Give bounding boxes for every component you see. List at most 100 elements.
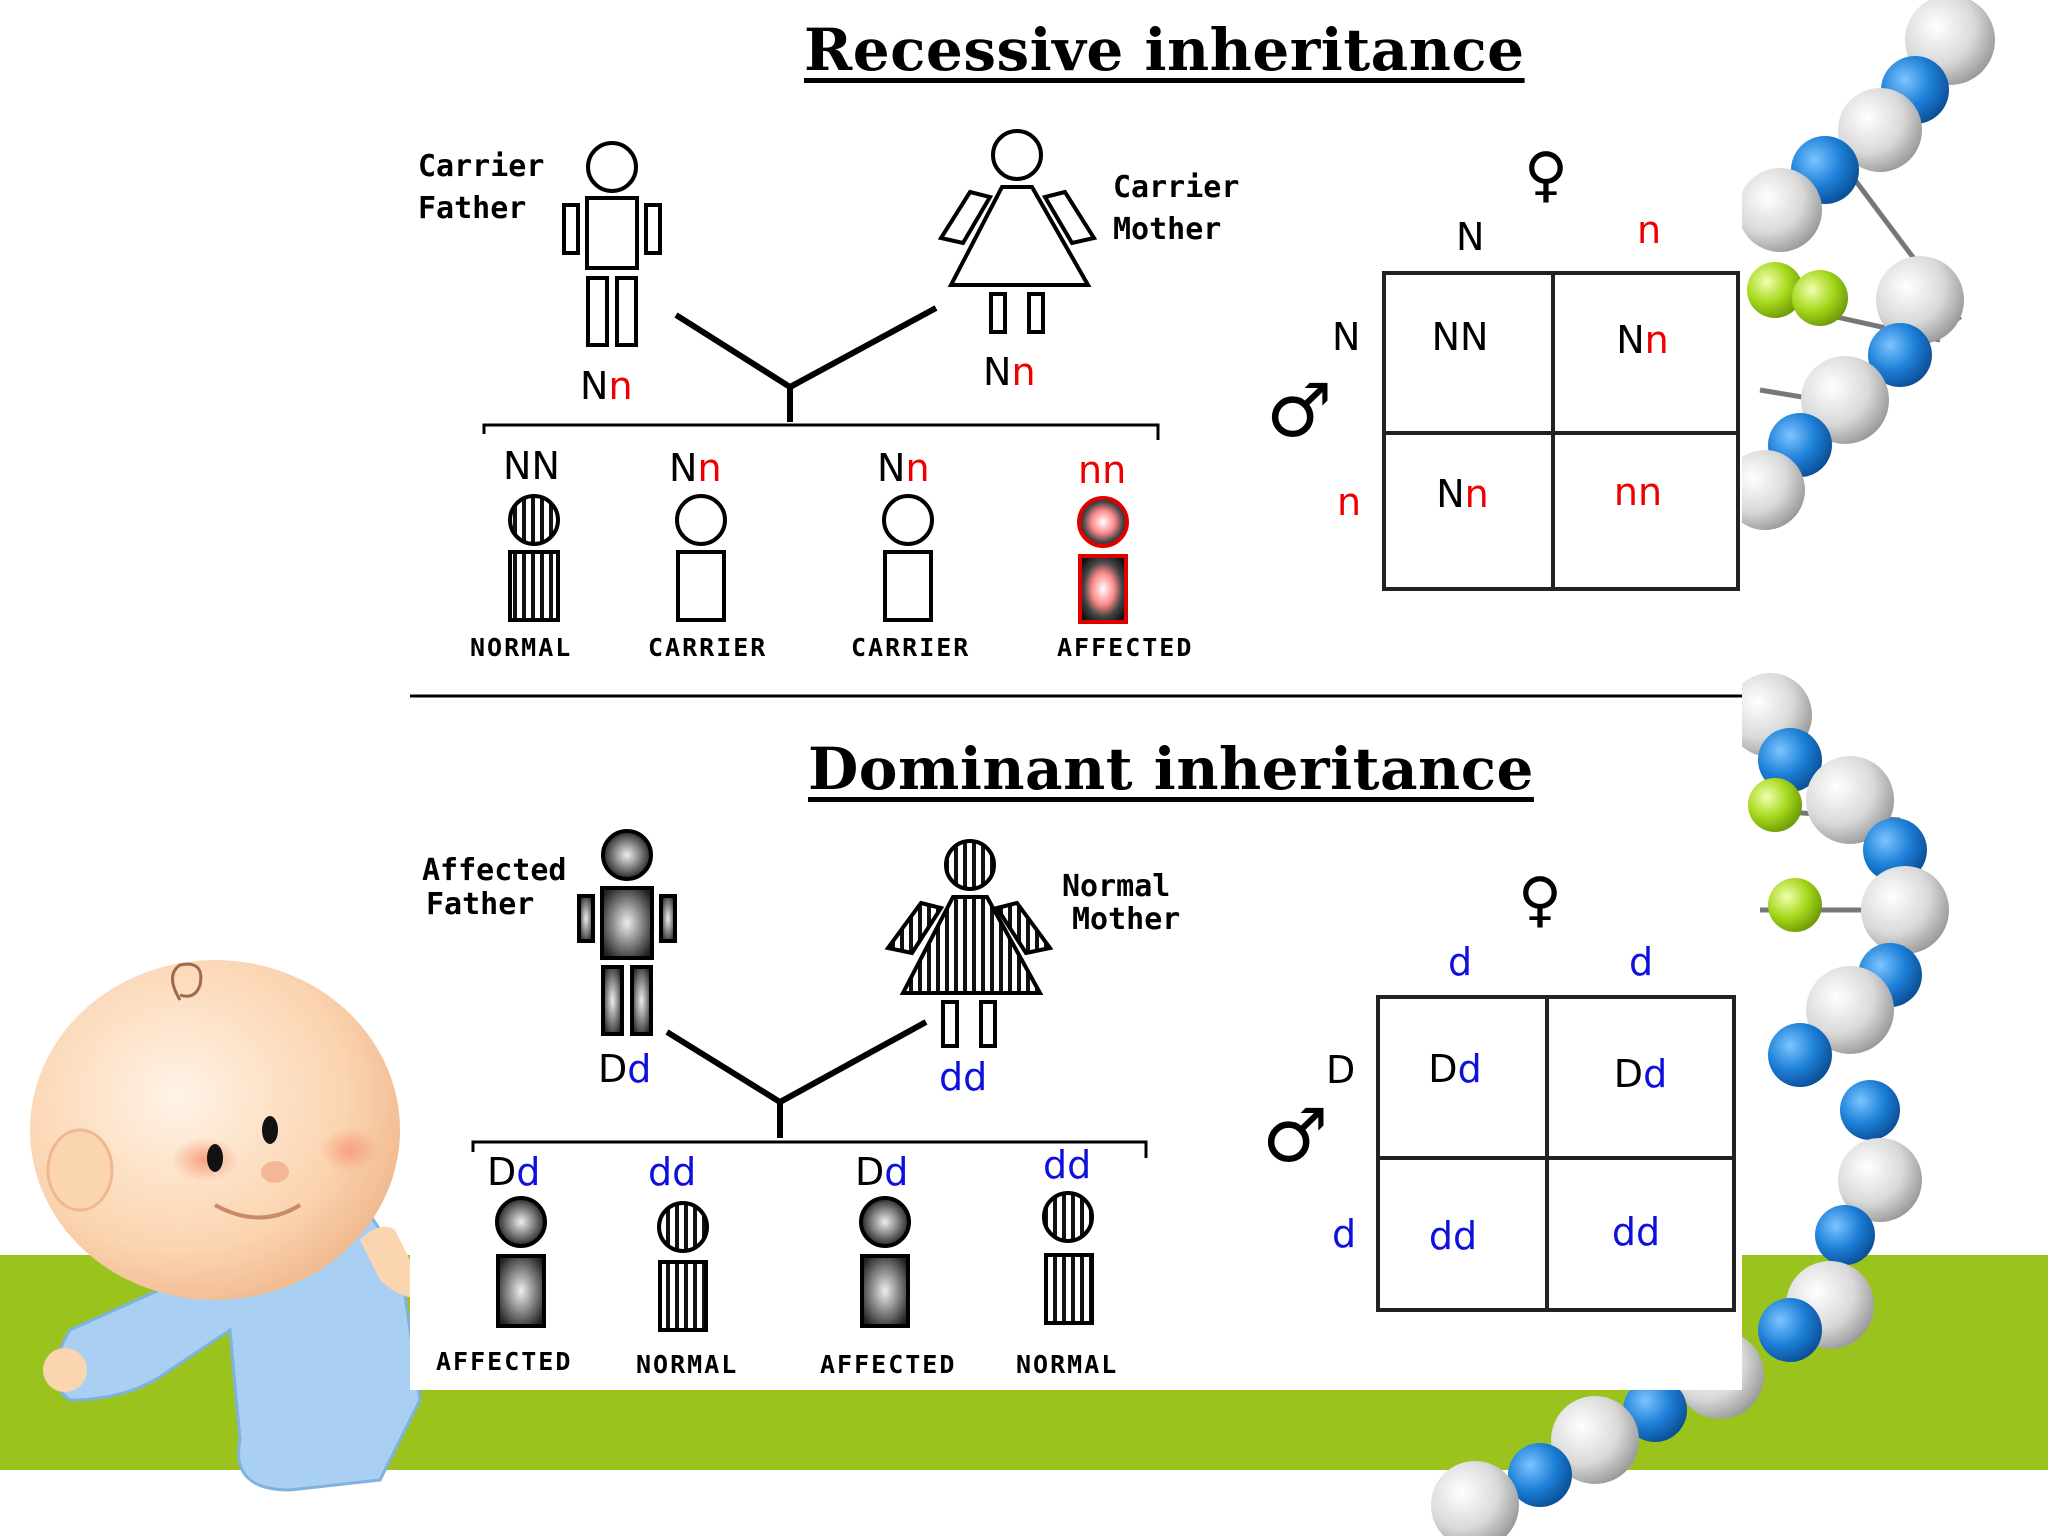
- affected-father-genotype: Dd: [598, 1047, 651, 1091]
- carrier-father-label-line-2: Father: [418, 191, 527, 226]
- recessive-column-header-2: n: [1637, 208, 1662, 252]
- recessive-child-3-genotype: Nn: [877, 446, 930, 490]
- recessive-child-normal-figure: [508, 494, 560, 622]
- carrier-father-label-line-1: Carrier: [418, 149, 545, 184]
- normal-mother-label-line-1: Normal: [1062, 869, 1171, 904]
- carrier-mother-label-line-1: Carrier: [1113, 170, 1240, 205]
- cell-allele-2: n: [1464, 472, 1489, 516]
- recessive-child-carrier-figure: [882, 494, 934, 622]
- recessive-child-2-status: CARRIER: [648, 633, 768, 662]
- cell-allele-1: D: [1428, 1047, 1458, 1091]
- normal-mother-genotype: dd: [939, 1055, 987, 1099]
- dominant-child-1-genotype: Dd: [487, 1150, 540, 1194]
- dominant-child-3-status: AFFECTED: [820, 1350, 957, 1379]
- dominant-column-header-1: d: [1448, 940, 1473, 984]
- allele: D: [598, 1047, 628, 1091]
- dna-helix: [1431, 0, 1995, 1536]
- male-symbol-icon: ♂: [1266, 368, 1333, 454]
- dominant-child-1-status: AFFECTED: [436, 1347, 573, 1376]
- dominant-child-2-genotype: dd: [648, 1150, 696, 1194]
- allele: d: [648, 1150, 673, 1194]
- cell-allele-1: N: [1436, 472, 1465, 516]
- recessive-punnett-grid: [1382, 271, 1740, 591]
- dominant-child-normal-figure: [1042, 1191, 1094, 1325]
- female-symbol-icon: ♀: [1524, 140, 1568, 210]
- carrier-father-figure: [562, 141, 662, 347]
- recessive-title: Recessive inheritance: [804, 16, 1525, 84]
- affected-father-label: Affected Father: [422, 854, 567, 922]
- allele: d: [672, 1150, 697, 1194]
- allele: N: [503, 444, 532, 488]
- allele: D: [855, 1150, 885, 1194]
- recessive-child-4-genotype: nn: [1078, 448, 1126, 492]
- carrier-mother-figure: [937, 129, 1098, 334]
- carrier-mother-genotype: Nn: [983, 350, 1036, 394]
- recessive-child-1-genotype: NN: [503, 444, 560, 488]
- baby-illustration: [30, 960, 430, 1492]
- allele: d: [884, 1150, 909, 1194]
- normal-mother-label-line-2: Mother: [1072, 902, 1181, 937]
- male-symbol-icon: ♂: [1262, 1093, 1329, 1179]
- allele: d: [963, 1055, 988, 1099]
- affected-father-label-line-1: Affected: [422, 853, 567, 888]
- allele: d: [1067, 1143, 1092, 1187]
- punnett-cell: Nn: [1390, 472, 1535, 516]
- dominant-connector-lines: [471, 1019, 1148, 1158]
- recessive-row-header-1: N: [1332, 315, 1361, 359]
- dominant-column-header-2: d: [1629, 940, 1654, 984]
- punnett-cell: Dd: [1385, 1047, 1525, 1091]
- punnett-cell: dd: [1611, 1210, 1661, 1254]
- allele: n: [697, 446, 722, 490]
- allele: N: [877, 446, 906, 490]
- carrier-mother-label-line-2: Mother: [1113, 212, 1222, 247]
- cell-allele-2: n: [1644, 318, 1669, 362]
- recessive-row-header-2: n: [1337, 480, 1362, 524]
- allele: d: [627, 1047, 652, 1091]
- cell-allele-2: d: [1457, 1047, 1482, 1091]
- dominant-punnett-grid: [1376, 995, 1736, 1312]
- affected-father-figure: [577, 829, 677, 1036]
- allele: N: [983, 350, 1012, 394]
- allele: n: [905, 446, 930, 490]
- allele: d: [1043, 1143, 1068, 1187]
- allele: D: [487, 1150, 517, 1194]
- allele: d: [516, 1150, 541, 1194]
- punnett-cell: nn: [1613, 470, 1663, 514]
- recessive-column-header-1: N: [1456, 215, 1485, 259]
- allele: n: [608, 364, 633, 408]
- carrier-father-genotype: Nn: [580, 364, 633, 408]
- punnett-cell: Dd: [1568, 1052, 1713, 1096]
- dominant-child-2-status: NORMAL: [636, 1350, 739, 1379]
- dominant-title: Dominant inheritance: [808, 735, 1534, 803]
- recessive-connector-lines: [482, 305, 1160, 440]
- recessive-child-affected-figure: [1077, 496, 1129, 624]
- recessive-child-1-status: NORMAL: [470, 633, 573, 662]
- cell-allele-1: D: [1613, 1052, 1644, 1096]
- punnett-cell: Nn: [1570, 318, 1715, 362]
- dominant-child-affected-figure: [495, 1196, 547, 1328]
- dominant-child-normal-figure: [657, 1201, 709, 1332]
- recessive-child-3-status: CARRIER: [851, 633, 971, 662]
- recessive-child-carrier-figure: [675, 494, 727, 622]
- cell-genotype: NN: [1431, 315, 1489, 359]
- dominant-row-header-1: D: [1326, 1048, 1356, 1092]
- punnett-cell: NN: [1390, 315, 1530, 359]
- normal-mother-label: Normal Mother: [1062, 870, 1180, 936]
- allele: d: [939, 1055, 964, 1099]
- dominant-child-4-status: NORMAL: [1016, 1350, 1119, 1379]
- allele: n: [1011, 350, 1036, 394]
- allele: N: [531, 444, 560, 488]
- dominant-child-3-genotype: Dd: [855, 1150, 908, 1194]
- affected-father-label-line-2: Father: [426, 887, 535, 922]
- allele: n: [1078, 448, 1103, 492]
- allele: n: [1102, 448, 1127, 492]
- recessive-child-2-genotype: Nn: [669, 446, 722, 490]
- cell-allele-2: d: [1643, 1052, 1668, 1096]
- normal-mother-figure: [884, 839, 1054, 1048]
- dominant-child-affected-figure: [859, 1196, 911, 1328]
- recessive-child-4-status: AFFECTED: [1057, 633, 1194, 662]
- allele: N: [580, 364, 609, 408]
- punnett-cell: dd: [1428, 1214, 1478, 1258]
- dominant-row-header-2: d: [1332, 1212, 1357, 1256]
